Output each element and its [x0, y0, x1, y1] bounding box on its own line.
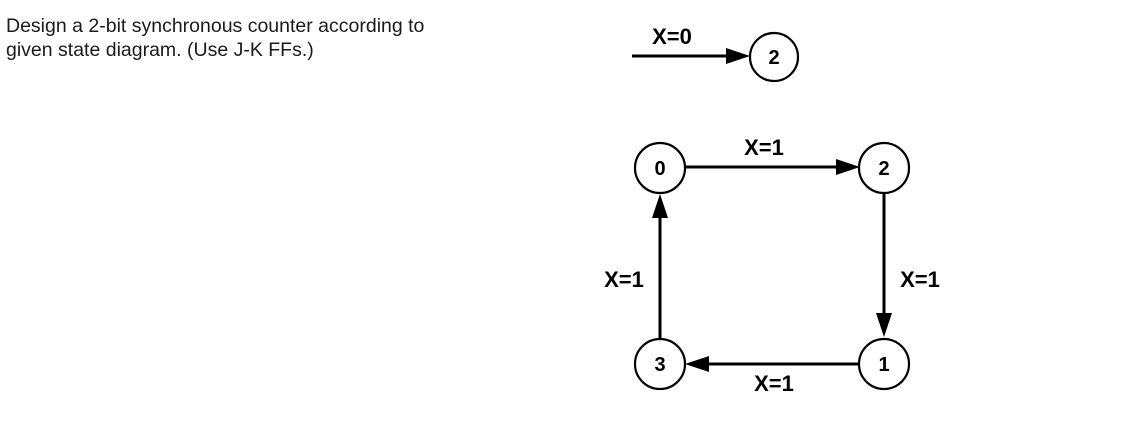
edge-2-to-1-arrowhead: [876, 313, 892, 337]
state-1-circle: [857, 337, 911, 391]
initial-state-circle: [748, 31, 800, 83]
problem-line-2: given state diagram. (Use J-K FFs.): [6, 39, 314, 61]
state-node-2: 2: [857, 141, 911, 195]
initial-arrowhead: [726, 48, 750, 64]
state-0-circle: [633, 141, 687, 195]
transition-1-to-3: X=1: [685, 356, 859, 396]
edge-0-to-2-label: X=1: [744, 135, 784, 160]
edge-1-to-3-label: X=1: [754, 371, 794, 396]
edge-0-to-2-arrowhead: [836, 159, 860, 175]
problem-statement: Design a 2-bit synchronous counter accor…: [6, 14, 526, 62]
transition-2-to-1: X=1: [876, 192, 940, 337]
edge-2-to-1-label: X=1: [900, 267, 940, 292]
initial-transition-label: X=0: [652, 24, 692, 49]
state-2-circle: [857, 141, 911, 195]
state-0-label: 0: [654, 158, 665, 180]
edge-3-to-0-label: X=1: [604, 267, 644, 292]
state-3-label: 3: [654, 354, 665, 376]
problem-line-1: Design a 2-bit synchronous counter accor…: [6, 15, 425, 37]
state-node-1: 1: [857, 337, 911, 391]
initial-state-label: 2: [768, 47, 779, 69]
state-1-label: 1: [878, 354, 889, 376]
state-node-0: 0: [633, 141, 687, 195]
state-node-3: 3: [633, 337, 687, 391]
state-3-circle: [633, 337, 687, 391]
transition-0-to-2: X=1: [684, 135, 860, 175]
transition-3-to-0: X=1: [604, 194, 668, 339]
edge-3-to-0-arrowhead: [652, 194, 668, 218]
initial-transition: X=0: [632, 24, 750, 64]
state-2-label: 2: [878, 158, 889, 180]
edge-1-to-3-arrowhead: [685, 356, 709, 372]
initial-state-node: 2: [748, 31, 800, 83]
